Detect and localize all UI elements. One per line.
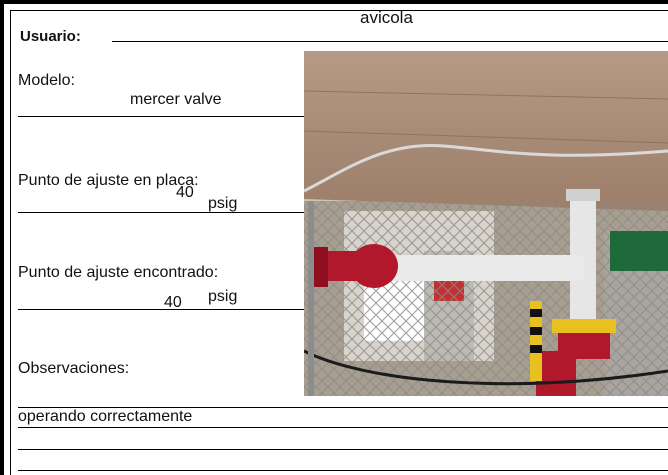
usuario-value: avicola [360, 8, 413, 27]
modelo-label: Modelo: [18, 72, 75, 89]
observaciones-line-2 [18, 427, 668, 428]
encontrado-unit: psig [208, 288, 238, 305]
observaciones-label: Observaciones: [18, 360, 130, 377]
encontrado-value: 40 [164, 294, 182, 311]
modelo-value: mercer valve [130, 91, 222, 108]
form-inner-border [10, 10, 668, 475]
placa-value: 40 [176, 184, 194, 201]
modelo-underline [18, 116, 304, 117]
valve-photo [304, 51, 668, 396]
usuario-underline [112, 41, 668, 42]
encontrado-label: Punto de ajuste encontrado: [18, 264, 219, 281]
placa-underline [18, 212, 304, 213]
observaciones-line-1 [18, 407, 668, 408]
observaciones-line-4 [18, 470, 668, 471]
encontrado-underline [18, 309, 304, 310]
usuario-label: Usuario: [20, 28, 81, 45]
placa-unit: psig [208, 195, 238, 212]
observaciones-line-3 [18, 449, 668, 450]
observaciones-value: operando correctamente [18, 408, 193, 425]
placa-label: Punto de ajuste en placa: [18, 172, 199, 189]
